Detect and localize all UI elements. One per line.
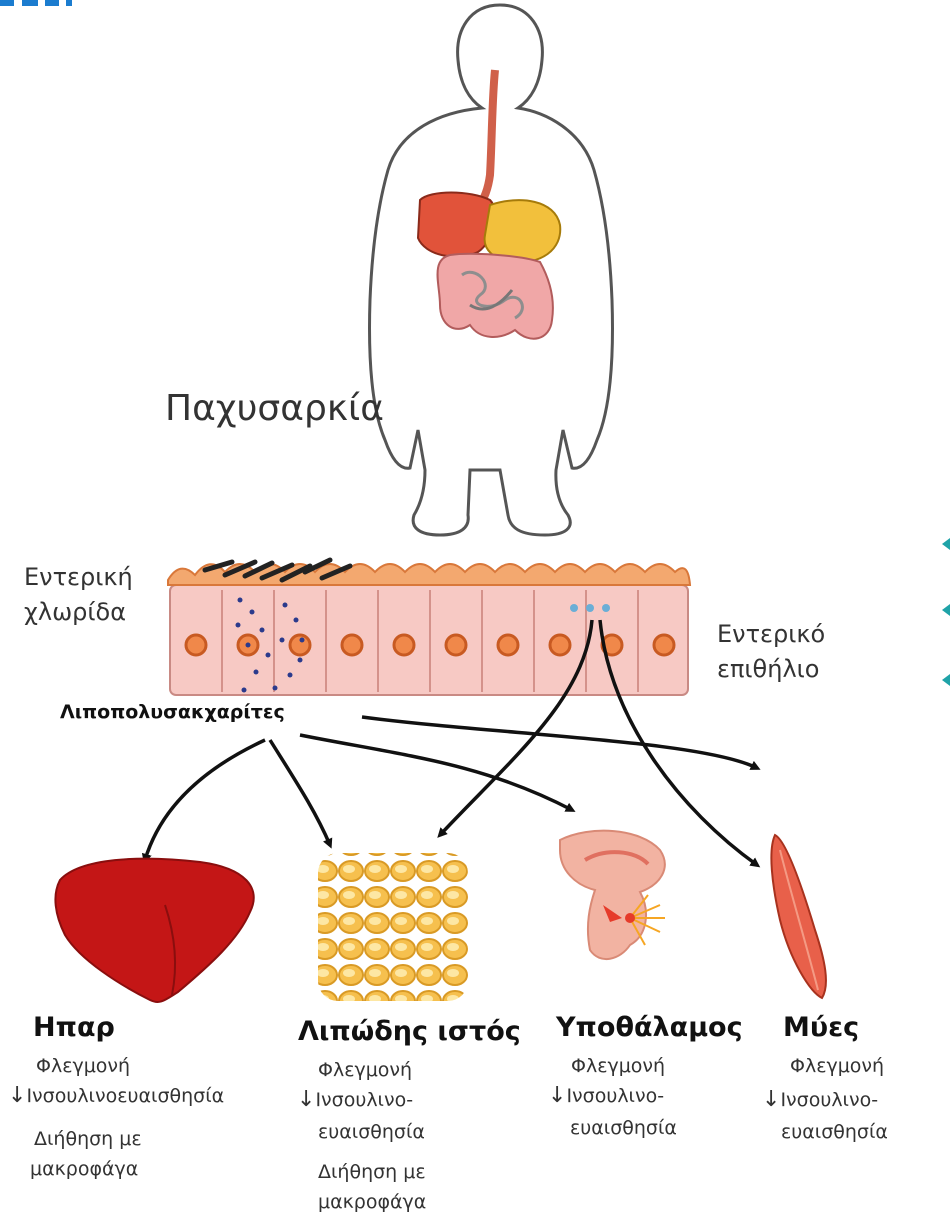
organ-adipose-title: Λιπώδης ιστός: [298, 1016, 521, 1047]
adipose-tissue-illustration: [318, 853, 468, 1001]
decrease-arrow-icon: ↓: [762, 1087, 780, 1112]
muscle-illustration: [771, 835, 826, 998]
arrow-lps-to-hypothalamus: [300, 735, 572, 810]
organ-muscle-title: Μύες: [783, 1012, 859, 1043]
organ-liver-effect-2: ↓Ινσουλινοευαισθησία: [8, 1082, 224, 1110]
organ-liver-effect-3: Διήθηση με: [34, 1125, 142, 1153]
edge-bullets: [942, 538, 950, 686]
organ-liver-effect-1: Φλεγμονή: [36, 1052, 130, 1080]
organ-adipose-effect-2: ↓Ινσουλινο-: [297, 1086, 413, 1114]
organ-hypothalamus-effect-2: ↓Ινσουλινο-: [548, 1082, 664, 1110]
organ-adipose-effect-3: ευαισθησία: [318, 1118, 425, 1146]
organ-adipose-effect-5: μακροφάγα: [318, 1188, 426, 1216]
organ-hypothalamus-effect-1: Φλεγμονή: [571, 1052, 665, 1080]
gut-flora-label-line2: χλωρίδα: [24, 595, 133, 630]
organ-muscle-effect-2: ↓Ινσουλινο-: [762, 1086, 878, 1114]
organ-muscle-effect-3: ευαισθησία: [781, 1118, 888, 1146]
epithelium-label-line1: Εντερικό: [717, 617, 825, 652]
arrow-to-liver: [145, 740, 265, 860]
decrease-arrow-icon: ↓: [548, 1083, 566, 1108]
organ-hypothalamus-effect-3: ευαισθησία: [570, 1114, 677, 1142]
epithelium-label-line2: επιθήλιο: [717, 652, 825, 687]
arrow-lps-to-muscle: [362, 717, 757, 768]
organ-liver-title: Ηπαρ: [33, 1012, 115, 1043]
decrease-arrow-icon: ↓: [8, 1083, 26, 1108]
crop-marks: [0, 0, 72, 6]
arrow-to-adipose: [270, 740, 330, 845]
organ-adipose-effect-4: Διήθηση με: [318, 1158, 426, 1186]
diagram-title: Παχυσαρκία: [165, 388, 384, 429]
organ-hypothalamus-title: Υποθάλαμος: [556, 1012, 743, 1043]
organ-muscle-effect-1: Φλεγμονή: [790, 1052, 884, 1080]
decrease-arrow-icon: ↓: [297, 1087, 315, 1112]
digestive-organs: [418, 70, 560, 339]
gut-flora-label-line1: Εντερική: [24, 560, 133, 595]
organ-liver: Ηπαρ: [33, 1012, 115, 1043]
gut-flora-label: Εντερική χλωρίδα: [24, 560, 133, 630]
epithelium-label: Εντερικό επιθήλιο: [717, 617, 825, 687]
organ-liver-effect-4: μακροφάγα: [30, 1155, 138, 1183]
lps-label: Λιποπολυσακχαρίτες: [60, 701, 285, 723]
liver-illustration: [55, 859, 253, 1002]
tight-junction: [570, 604, 610, 612]
organ-adipose-effect-1: Φλεγμονή: [318, 1056, 412, 1084]
brain-hypothalamus-illustration: [560, 831, 665, 959]
